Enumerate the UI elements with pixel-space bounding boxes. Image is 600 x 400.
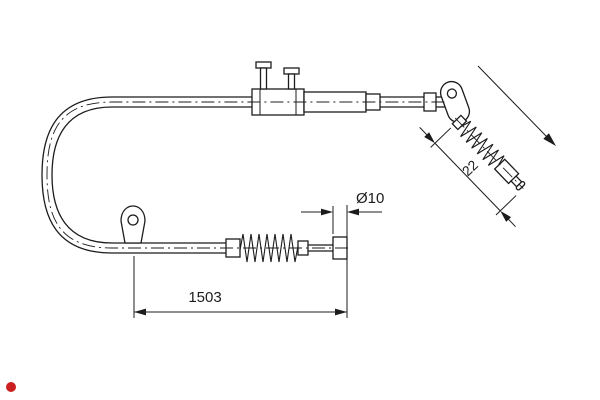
clevis-hole xyxy=(446,88,458,99)
cable-centerline xyxy=(46,101,447,249)
dim22-tail-right xyxy=(507,218,516,228)
lower-mounting-tab-hole xyxy=(127,214,139,226)
direction-arrow-shaft xyxy=(477,65,548,138)
diagonal-end-assembly: 22 xyxy=(419,114,526,228)
dimension-diameter: Ø10 xyxy=(301,190,384,318)
dia-arrowhead-right xyxy=(347,208,359,216)
stud-bolt-left-head xyxy=(255,61,272,69)
dim22-arrowhead-right xyxy=(500,210,512,222)
direction-arrowhead xyxy=(543,133,556,146)
len-arrowhead-right xyxy=(335,308,347,316)
dim22-extension-line-end xyxy=(495,195,517,216)
dim22-arrowhead-left xyxy=(424,132,435,144)
cable-loop-inner-edge xyxy=(51,106,226,244)
stud-bolt-left-stem xyxy=(259,67,268,90)
diagonal-centerline xyxy=(454,117,524,189)
cable-outline xyxy=(41,96,448,254)
len-arrowhead-left xyxy=(134,308,146,316)
diagonal-bellows-boot xyxy=(460,120,505,166)
stud-bolt-right-stem xyxy=(287,73,296,90)
cable-loop-outer-edge xyxy=(41,96,226,254)
dim22-label: 22 xyxy=(459,157,481,179)
bosch-logo-dot xyxy=(6,382,16,392)
dim22-line xyxy=(434,142,501,212)
stud-bolt-right-head xyxy=(283,67,300,75)
dim22-extension-line-start xyxy=(430,127,452,148)
dia-arrowhead-left xyxy=(321,208,333,216)
direction-arrow xyxy=(477,65,556,146)
len-label: 1503 xyxy=(188,289,221,306)
dia-label: Ø10 xyxy=(356,190,384,207)
dimension-1503: 1503 xyxy=(133,256,347,318)
dim22-tail-left xyxy=(419,127,428,136)
